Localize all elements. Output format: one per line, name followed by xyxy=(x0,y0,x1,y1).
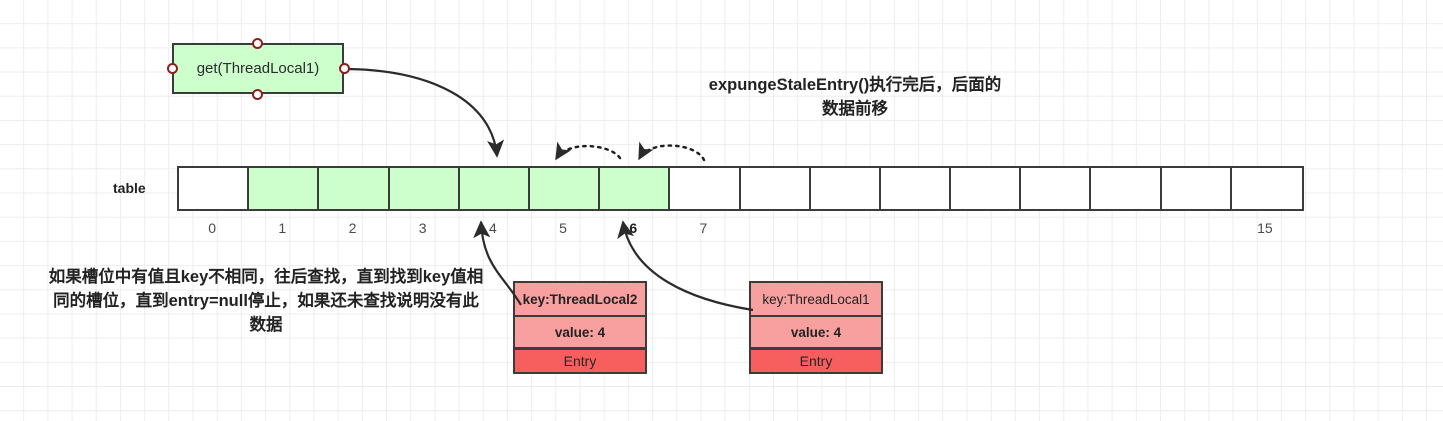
table-cell-0[interactable] xyxy=(179,168,250,209)
table-index-1: 1 xyxy=(278,220,287,236)
connection-port-top-icon[interactable] xyxy=(252,38,263,49)
table-cell-10[interactable] xyxy=(880,168,952,209)
get-threadlocal1-box[interactable]: get(ThreadLocal1) xyxy=(172,43,344,94)
table-cell-14[interactable] xyxy=(1161,168,1232,209)
connection-port-right-icon[interactable] xyxy=(339,63,350,74)
table-index-14 xyxy=(1160,217,1230,239)
table-cell-9[interactable] xyxy=(810,168,881,209)
table-cell-11[interactable] xyxy=(951,168,1022,209)
table-cell-2[interactable] xyxy=(319,168,390,209)
table-cell-6[interactable] xyxy=(600,168,671,209)
table-index-6: 6 xyxy=(629,220,638,236)
entry-band-threadlocal1: Entry xyxy=(749,348,883,374)
table-cell-12[interactable] xyxy=(1021,168,1092,209)
lookup-rule-note: 如果槽位中有值且key不相同，往后查找，直到找到key值相同的槽位，直到entr… xyxy=(48,268,484,334)
table-index-labels: 0 1 2 3 4 5 6 7 15 xyxy=(177,217,1300,239)
table-cell-4[interactable] xyxy=(459,168,530,209)
table-cell-3[interactable] xyxy=(389,168,460,209)
table-index-8 xyxy=(739,217,809,239)
table-index-5: 5 xyxy=(559,220,567,236)
table-index-9 xyxy=(809,217,879,239)
table-index-13 xyxy=(1089,217,1159,239)
table-cell-5[interactable] xyxy=(529,168,601,209)
entry-kv-threadlocal1: key:ThreadLocal1 value: 4 xyxy=(749,281,883,349)
connection-port-left-icon[interactable] xyxy=(167,63,178,74)
table-cell-7[interactable] xyxy=(670,168,741,209)
table-label: table xyxy=(113,180,146,196)
table-index-10 xyxy=(879,217,949,239)
entry-band-threadlocal2: Entry xyxy=(513,348,647,374)
table-index-7: 7 xyxy=(699,220,708,236)
table-cell-1[interactable] xyxy=(249,168,320,209)
table-index-0: 0 xyxy=(208,220,216,236)
table-index-12 xyxy=(1019,217,1089,239)
entry-key-threadlocal1: key:ThreadLocal1 xyxy=(762,291,870,307)
table-index-4: 4 xyxy=(488,220,497,236)
entry-value-threadlocal2: value: 4 xyxy=(515,315,645,347)
entry-kv-threadlocal2: key:ThreadLocal2 value: 4 xyxy=(513,281,647,349)
table-index-11 xyxy=(949,217,1019,239)
table-cell-8[interactable] xyxy=(740,168,811,209)
connection-port-bottom-icon[interactable] xyxy=(252,89,263,100)
entry-box-threadlocal2[interactable]: key:ThreadLocal2 value: 4 Entry xyxy=(513,281,647,374)
arrow-shift-7-to-6 xyxy=(637,141,706,162)
arrow-shift-6-to-5 xyxy=(554,141,622,161)
table-index-15: 15 xyxy=(1257,220,1273,236)
arrow-call-to-cell4 xyxy=(346,67,505,158)
table-index-2: 2 xyxy=(348,220,357,236)
expunge-stale-entry-note: expungeStaleEntry()执行完后，后面的数据前移 xyxy=(708,76,1002,118)
table-array xyxy=(177,166,1304,211)
entry-value-threadlocal1: value: 4 xyxy=(751,315,881,347)
call-box-label: get(ThreadLocal1) xyxy=(196,60,320,77)
entry-key-threadlocal2: key:ThreadLocal2 xyxy=(522,291,638,307)
table-cell-15[interactable] xyxy=(1231,168,1302,209)
table-index-3: 3 xyxy=(418,220,427,236)
entry-box-threadlocal1[interactable]: key:ThreadLocal1 value: 4 Entry xyxy=(749,281,883,374)
table-cell-13[interactable] xyxy=(1091,168,1162,209)
